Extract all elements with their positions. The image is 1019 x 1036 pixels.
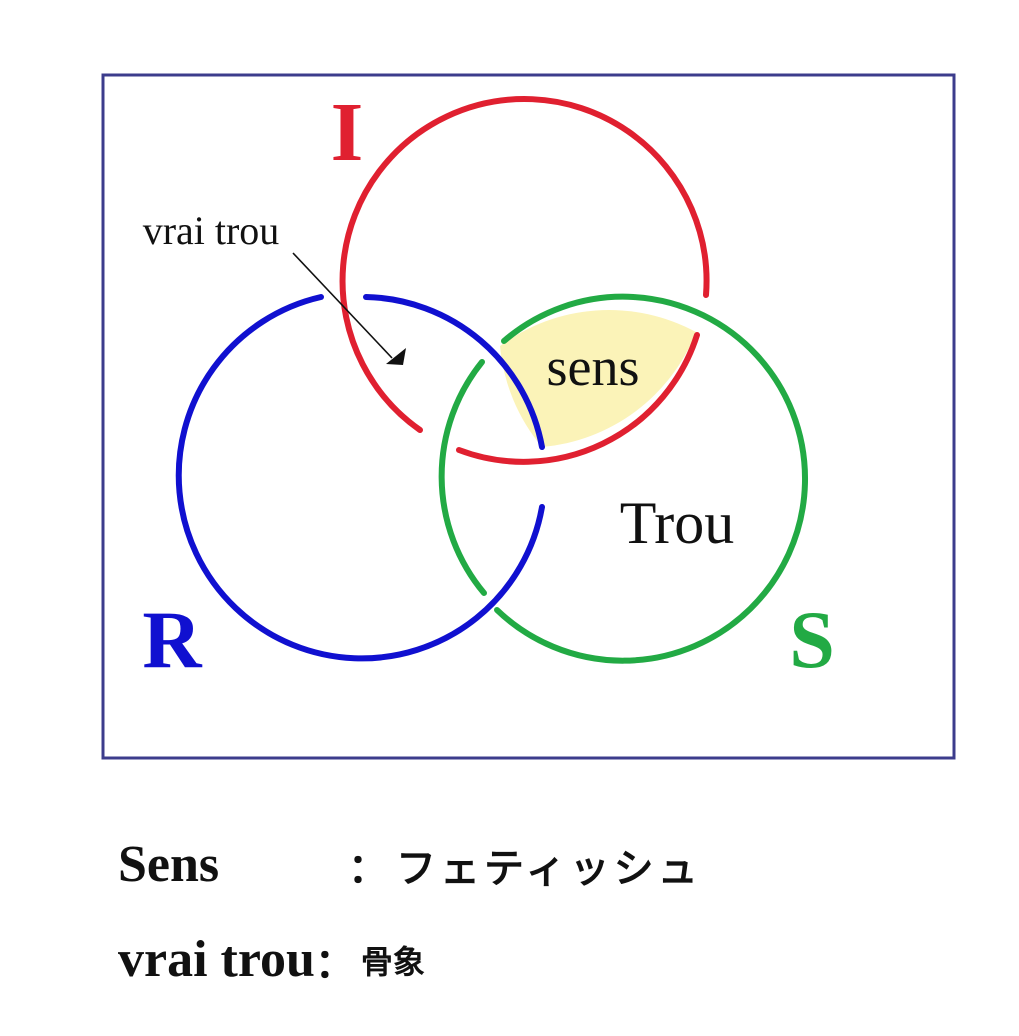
label-real: R [142, 594, 202, 685]
label-vrai-trou: vrai trou [143, 208, 280, 253]
label-symbolic: S [789, 594, 835, 685]
vrai-trou-arrow-line [292, 252, 393, 359]
legend-desc-vrai-trou: 骨象 [360, 942, 425, 981]
circle-symbolic-arc-main [494, 293, 809, 664]
legend-row-sens: Sens ：フェティッシュ [118, 835, 702, 894]
circle-imaginary-arc-main [339, 96, 710, 433]
legend-desc-sens: フェティッシュ [396, 845, 702, 892]
circle-imaginary-arc-lower [456, 332, 700, 465]
circle-real-arc-upper [363, 294, 545, 450]
label-trou: Trou [620, 490, 735, 556]
label-sens: sens [547, 337, 640, 397]
vrai-trou-arrowhead [386, 348, 406, 365]
label-imaginary: I [331, 86, 364, 179]
circle-symbolic-arc-left [438, 359, 487, 596]
legend-term-sens: Sens [118, 836, 220, 893]
borromean-diagram: I R S sens Trou vrai trou [101, 73, 956, 760]
legend-colon: ： [314, 940, 355, 987]
sens-region [500, 309, 696, 447]
legend-colon: ： [348, 845, 388, 892]
legend-term-vrai-trou: vrai trou [118, 931, 315, 988]
legend-row-vrai-trou: vrai trou：骨象 [118, 930, 425, 989]
circle-real-arc-main [175, 294, 545, 662]
